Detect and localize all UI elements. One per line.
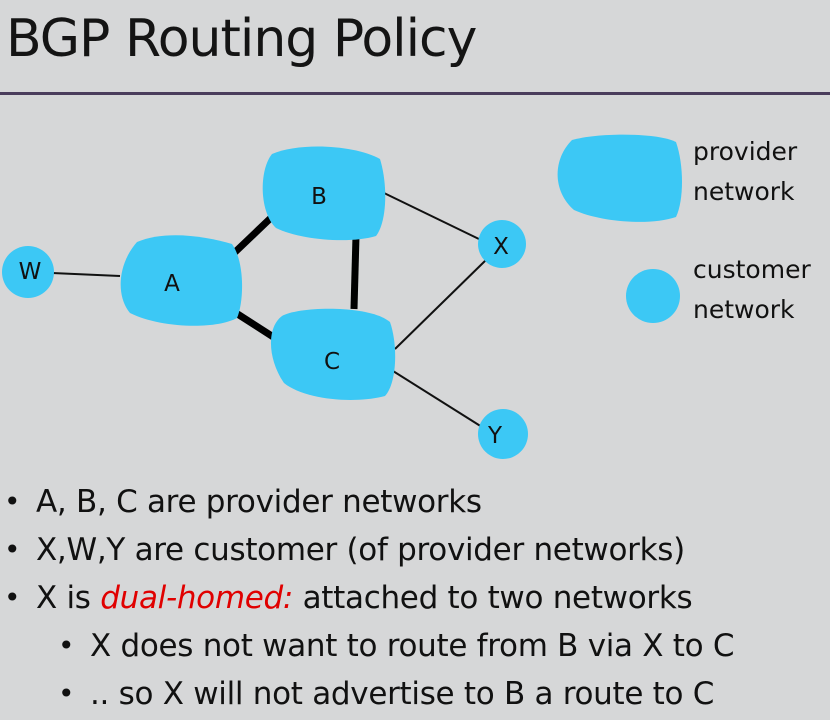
legend-customer-line2: network [693,295,795,324]
bullet-text: .. so X will not advertise to B a route … [90,676,715,712]
bullet-item: • X,W,Y are customer (of provider networ… [0,526,830,574]
legend-provider-symbol [557,134,682,222]
legend-customer-label: customer network [693,250,811,330]
bullet-list: • A, B, C are provider networks • X,W,Y … [0,478,830,718]
node-label-y: Y [487,423,503,449]
link-a-c [234,310,280,343]
dual-homed-emphasis: dual-homed: [100,580,294,616]
customer-node-y [478,409,528,459]
legend-provider-line1: provider [693,137,798,166]
bullet-item: • X is dual-homed: attached to two netwo… [0,574,830,622]
legend-customer-symbol [626,269,680,323]
bullet-symbol: • [4,533,21,566]
customer-node-w [2,246,54,298]
node-label-b: B [311,184,327,210]
sub-bullet-item: • .. so X will not advertise to B a rout… [0,670,830,718]
legend-provider-line2: network [693,177,795,206]
link-b-x [383,192,482,241]
node-label-x: X [493,234,509,260]
slide-title: BGP Routing Policy [6,9,477,69]
bullet-item: • A, B, C are provider networks [0,478,830,526]
bullet-symbol: • [58,677,75,710]
bullet-text: X does not want to route from B via X to… [90,628,735,664]
bullet-symbol: • [58,629,75,662]
customer-node-x [478,220,526,268]
link-b-c [350,235,360,310]
node-label-w: W [19,259,42,285]
sub-bullet-item: • X does not want to route from B via X … [0,622,830,670]
bullet-text-suffix: attached to two networks [293,580,693,616]
provider-node-a [120,235,243,326]
bullet-symbol: • [4,485,21,518]
node-label-a: A [164,271,180,297]
bullet-text: A, B, C are provider networks [36,484,482,520]
link-c-x [394,258,488,350]
bgp-network-diagram: A B C W X Y [2,134,682,459]
link-a-b [229,210,279,258]
title-divider [0,92,830,95]
bullet-text: X,W,Y are customer (of provider networks… [36,532,685,568]
bullet-symbol: • [4,581,21,614]
link-w-a [51,272,121,277]
provider-node-b [262,146,386,241]
link-c-y [392,370,483,428]
legend-provider-label: provider network [693,132,797,212]
node-label-c: C [324,349,340,375]
bullet-text-prefix: X is [36,580,101,616]
provider-node-c [270,308,396,400]
legend-customer-line1: customer [693,255,811,284]
